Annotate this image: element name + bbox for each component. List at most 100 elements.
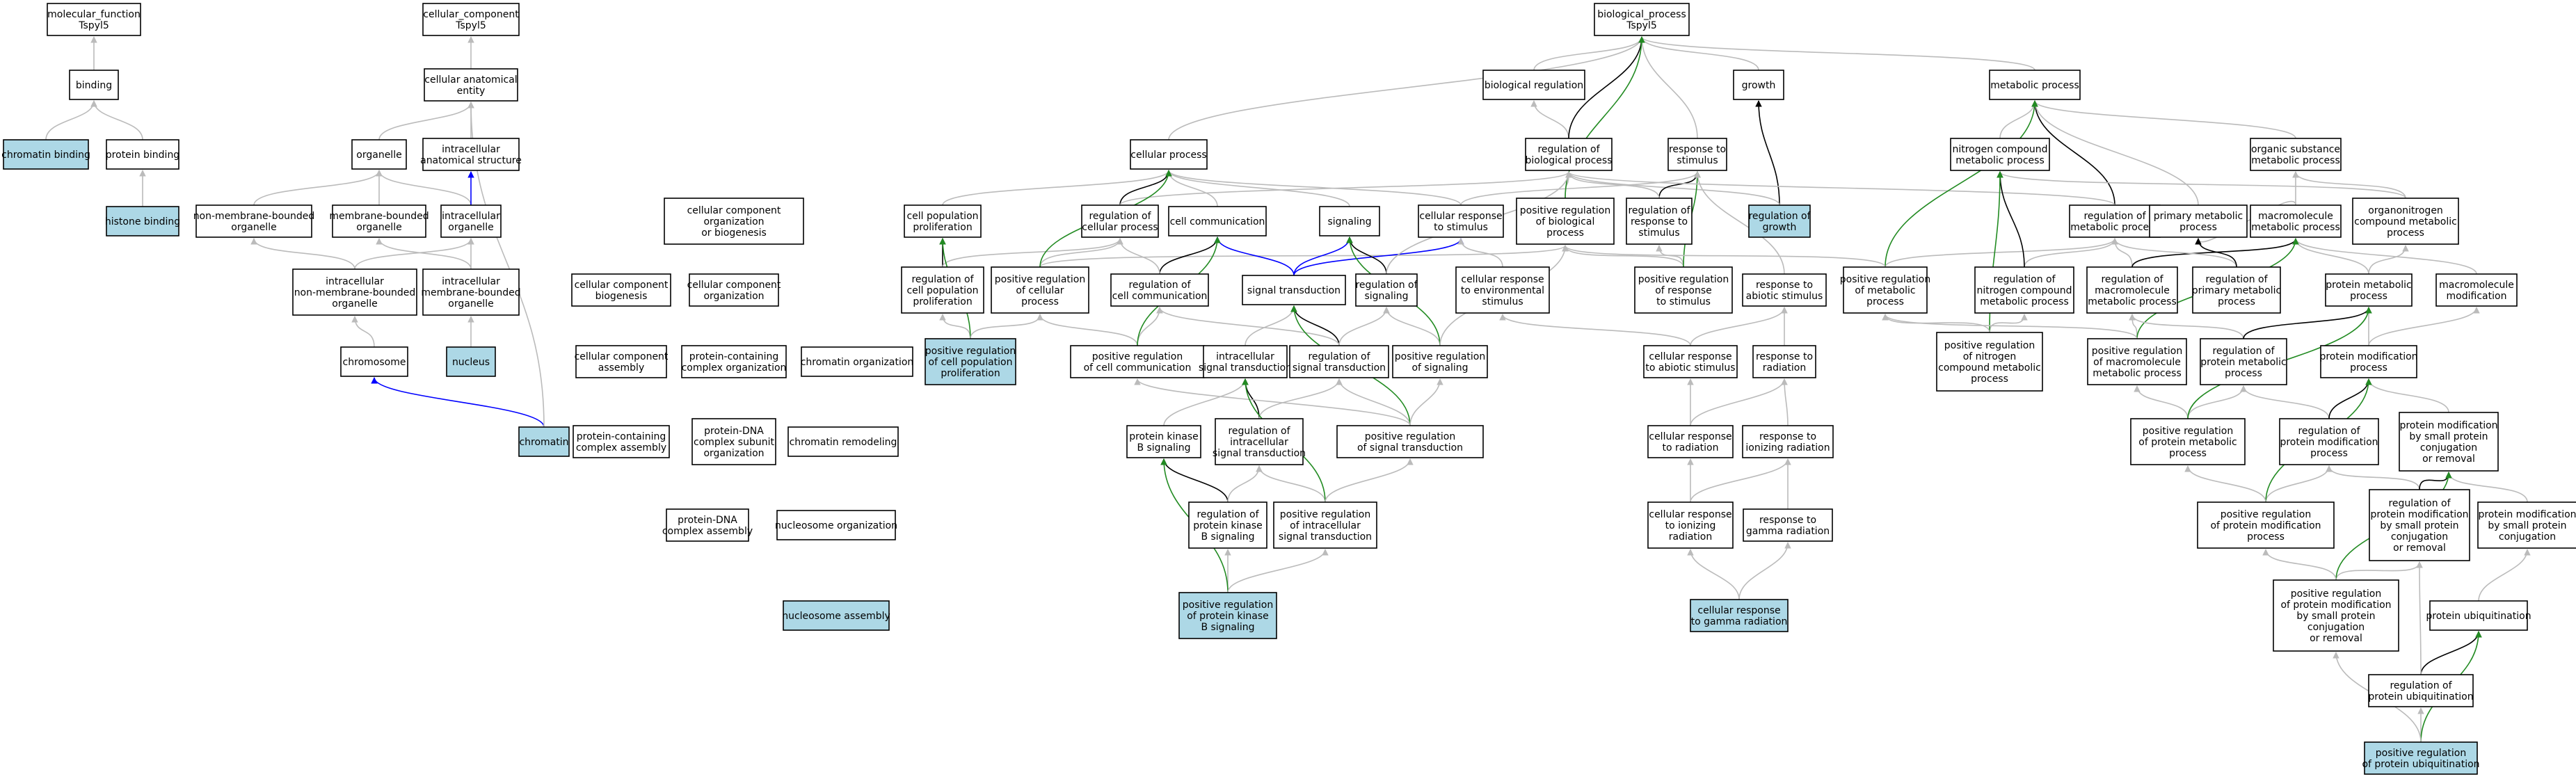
go-term-node-binding[interactable]: binding — [69, 70, 119, 100]
go-term-node-chromosome[interactable]: chromosome — [340, 346, 408, 377]
go-term-node-inmbo[interactable]: intracellularnon-membrane-boundedorganel… — [292, 268, 417, 316]
go-term-node-nucasm[interactable]: nucleosome assembly — [782, 600, 890, 631]
node-label-line: positive regulation — [1840, 274, 1930, 285]
go-term-node-cellproc[interactable]: cellular process — [1130, 139, 1208, 170]
go-term-node-chromatin[interactable]: chromatin — [518, 426, 570, 457]
go-term-node-growth[interactable]: growth — [1733, 70, 1784, 100]
go-term-node-nucleus[interactable]: nucleus — [446, 346, 496, 377]
go-term-node-chromrem[interactable]: chromatin remodeling — [787, 426, 899, 457]
go-term-node-protbind[interactable]: protein binding — [106, 139, 179, 170]
go-term-node-organelle[interactable]: organelle — [351, 139, 407, 170]
go-term-node-metab[interactable]: metabolic process — [1989, 70, 2081, 100]
node-box — [1070, 345, 1205, 378]
go-term-node-cellcomm[interactable]: cell communication — [1168, 206, 1267, 236]
go-term-node-chromorg[interactable]: chromatin organization — [801, 346, 914, 377]
go-term-node-chrbind[interactable]: chromatin binding — [1, 139, 90, 170]
go-term-node-bioreg[interactable]: biological regulation — [1482, 70, 1585, 100]
go-term-node-signaling[interactable]: signaling — [1319, 206, 1380, 236]
node-label-line: of nitrogen — [1963, 351, 2017, 362]
go-term-node-pubq[interactable]: protein ubiquitination — [2426, 600, 2531, 631]
go-term-node-histbind[interactable]: histone binding — [105, 206, 180, 236]
node-box — [1110, 273, 1209, 307]
go-term-node-nucorg[interactable]: nucleosome organization — [775, 510, 897, 540]
go-term-node-st[interactable]: signal transduction — [1242, 275, 1346, 305]
